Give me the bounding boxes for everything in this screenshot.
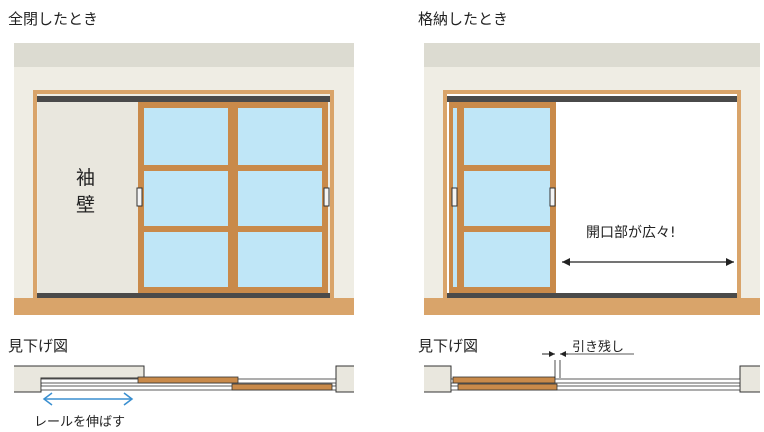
right-plan-rail-1 <box>450 378 741 384</box>
left-handle-2 <box>323 187 330 207</box>
left-door-panel-1 <box>138 102 234 293</box>
leftover-dimension <box>542 351 634 378</box>
right-bottom-rail <box>447 293 737 298</box>
leftover-label: 引き残し <box>572 340 625 355</box>
right-ceiling <box>424 43 760 67</box>
right-door-panel-front <box>458 102 556 293</box>
left-plan-title: 見下げ図 <box>8 337 69 355</box>
left-ceiling <box>14 43 354 67</box>
opening-width-arrow <box>562 258 734 266</box>
left-handle-1 <box>136 187 143 207</box>
opening-label: 開口部が広々! <box>586 225 676 241</box>
right-top-rail <box>447 96 737 102</box>
right-handle-1 <box>451 187 458 207</box>
right-plan-view <box>424 351 760 393</box>
right-plan-rail-2 <box>450 385 741 391</box>
rail-extend-arrow <box>42 392 134 406</box>
left-plan-panel-1 <box>137 376 239 384</box>
rail-extend-label: レールを伸ばす <box>34 415 126 430</box>
right-plan-panel-2 <box>457 383 558 391</box>
left-plan-view <box>14 365 354 406</box>
left-top-rail <box>37 96 330 102</box>
sode-kabe-label-1: 袖 <box>76 167 96 189</box>
left-plan-rail-2 <box>40 385 337 391</box>
left-room-scene <box>14 43 354 315</box>
left-title: 全閉したとき <box>8 10 99 28</box>
left-door-panel-2 <box>232 102 328 293</box>
right-plan-title: 見下げ図 <box>418 337 479 355</box>
right-room-scene <box>424 43 760 315</box>
right-floor <box>424 298 760 315</box>
sode-kabe-label-2: 壁 <box>76 194 96 216</box>
left-bottom-rail <box>37 293 330 298</box>
sode-kabe-panel <box>38 100 138 295</box>
left-floor <box>14 298 354 315</box>
right-handle-2 <box>549 187 556 207</box>
left-plan-panel-2 <box>231 383 333 391</box>
right-plan-panel-1 <box>452 376 556 384</box>
left-opening-frame <box>33 90 334 302</box>
right-title: 格納したとき <box>418 10 509 28</box>
